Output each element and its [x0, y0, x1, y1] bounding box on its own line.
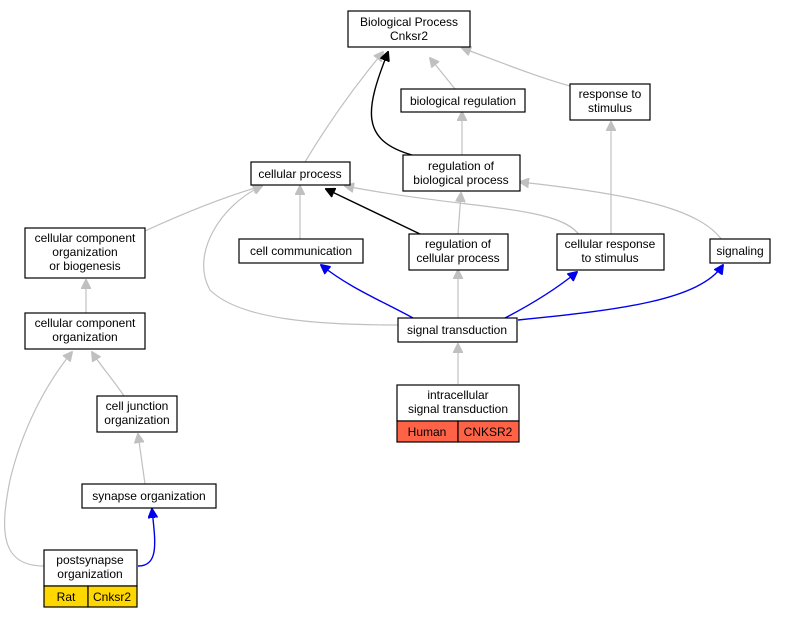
- node-label-line: cell junction: [106, 399, 169, 413]
- node-label-line: or biogenesis: [49, 259, 120, 273]
- edges: [3, 48, 723, 567]
- node-biological-regulation: biological regulation: [400, 88, 526, 113]
- node-postsynapse-organization: postsynapse organization Rat Cnksr2: [43, 549, 138, 608]
- node-label-line: cellular response: [565, 237, 656, 251]
- node-signaling: signaling: [709, 238, 771, 264]
- node-cell-communication: cell communication: [238, 238, 364, 264]
- annotation-gene-cell: [457, 420, 520, 443]
- node-cell-junction-organization: cell junction organization: [96, 395, 178, 433]
- edge-regcell-regulates-cellproc: [326, 189, 421, 235]
- node-label-line: to stimulus: [581, 251, 638, 265]
- edge-resp-to-bp: [462, 48, 571, 87]
- node-label-line: Cnksr2: [390, 29, 428, 43]
- node-intracellular-signal-transduction: intracellular signal transduction Human …: [396, 384, 520, 443]
- node-label: signal transduction: [407, 323, 507, 337]
- node-label-line: organization: [52, 330, 117, 344]
- annotation-gene: Cnksr2: [93, 590, 131, 604]
- edge-ccob-to-cellproc: [144, 186, 262, 232]
- node-response-to-stimulus: response to stimulus: [569, 83, 651, 121]
- node-label-line: stimulus: [588, 101, 632, 115]
- annotation-gene-cell: [87, 585, 138, 608]
- node-cellular-response-to-stimulus: cellular response to stimulus: [556, 233, 665, 271]
- node-synapse-organization: synapse organization: [81, 483, 217, 509]
- node-cellular-component-organization-or-biogenesis: cellular component organization or bioge…: [24, 227, 146, 279]
- edge-cellj-to-cco: [92, 352, 125, 397]
- node-regulation-of-biological-process: regulation of biological process: [402, 154, 521, 192]
- edge-sigtrans-to-cellresp: [504, 272, 577, 319]
- node-label-line: signal transduction: [408, 402, 508, 416]
- edge-regbio-regulates-bp: [370, 52, 413, 156]
- edge-bioreg-to-bp: [430, 58, 456, 90]
- edge-postsyn-to-cco: [3, 352, 72, 567]
- annotation-species: Rat: [57, 590, 76, 604]
- node-label-line: cellular component: [35, 231, 136, 245]
- node-biological-process: Biological Process Cnksr2: [347, 10, 471, 48]
- node-label-line: Biological Process: [360, 15, 458, 29]
- node-label-line: response to: [579, 87, 642, 101]
- node-label-line: biological process: [413, 173, 508, 187]
- node-cellular-process: cellular process: [250, 161, 351, 186]
- node-label-line: regulation of: [428, 159, 495, 173]
- node-label: biological regulation: [410, 94, 516, 108]
- node-regulation-of-cellular-process: regulation of cellular process: [408, 233, 509, 271]
- edge-sigtrans-to-signaling: [517, 265, 723, 321]
- node-label-line: postsynapse: [56, 553, 124, 567]
- annotation-gene: CNKSR2: [464, 425, 513, 439]
- node-label: signaling: [716, 244, 763, 258]
- node-label-line: organization: [104, 413, 169, 427]
- node-label: cell communication: [250, 244, 352, 258]
- node-label-line: intracellular: [427, 388, 488, 402]
- annotation-species: Human: [408, 425, 447, 439]
- edge-sigtrans-to-cellproc: [203, 186, 399, 326]
- node-cellular-component-organization: cellular component organization: [24, 312, 146, 350]
- edge-synorg-to-cellj: [138, 434, 146, 485]
- node-signal-transduction: signal transduction: [397, 317, 518, 343]
- node-label: synapse organization: [92, 489, 205, 503]
- node-label: cellular process: [258, 167, 341, 181]
- edge-sigtrans-to-cellcomm: [321, 265, 414, 319]
- node-label-line: organization: [57, 567, 122, 581]
- node-label-line: cellular component: [35, 316, 136, 330]
- node-label-line: cellular process: [416, 251, 499, 265]
- edge-cellresp-to-cellproc: [345, 186, 581, 237]
- node-label-line: regulation of: [425, 237, 492, 251]
- edge-cellproc-to-bp: [304, 52, 383, 163]
- edge-postsyn-to-synorg: [137, 509, 155, 567]
- edge-regcell-to-regbio: [458, 193, 461, 235]
- node-label-line: organization: [52, 245, 117, 259]
- edge-signaling-to-regbio: [520, 182, 723, 241]
